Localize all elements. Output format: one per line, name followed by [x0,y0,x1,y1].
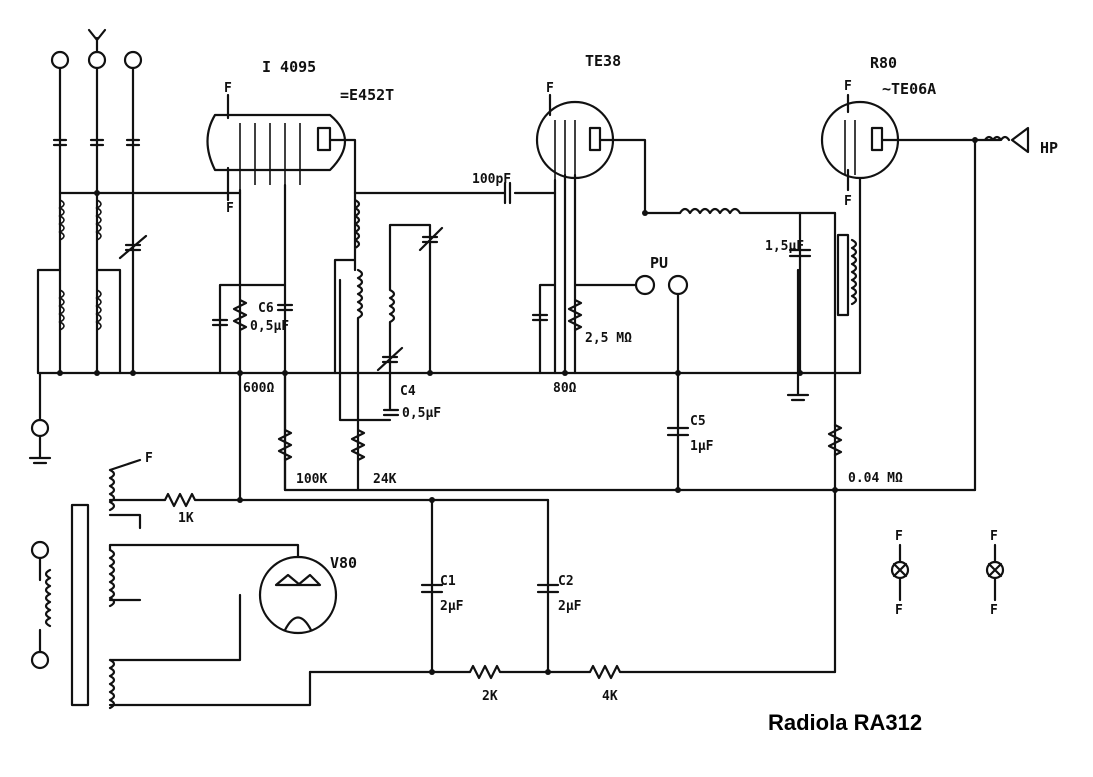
c1-label: C1 [440,574,456,589]
tube-te38: F [531,81,837,492]
tube-r80: F F [786,79,1030,674]
pilot-lamps [890,543,1005,602]
power-supply [30,458,837,710]
filament-label: F [546,81,554,96]
c1-5uf-label: 1,5µF [765,239,804,254]
antenna-coils [36,138,242,375]
c1-value: 2µF [440,599,464,614]
input-terminals [28,28,143,465]
tube1-equiv: =E452T [340,86,394,104]
speaker-label: HP [1040,139,1058,157]
pickup-label: PU [650,254,668,272]
schematic-title: Radiola RA312 [768,710,923,735]
b-plus-bus [277,371,977,492]
component-labels: I 4095 =E452T TE38 R80 ~TE06A HP PU 100p… [145,52,1058,704]
r2-5m-label: 2,5 MΩ [585,331,632,346]
c4-label: C4 [400,384,416,399]
filament-label: F [844,79,852,94]
r4k-label: 4K [602,689,618,704]
tube2-name: TE38 [585,52,621,70]
r2k-label: 2K [482,689,498,704]
r1k-label: 1K [178,511,194,526]
r600-label: 600Ω [243,381,274,396]
c6-label: C6 [258,301,274,316]
filament-label: F [224,81,232,96]
filament-label: F [145,451,153,466]
tube-i4095: F F [206,81,357,216]
tube3-name: R80 [870,54,897,72]
r004m-label: 0.04 MΩ [848,471,903,486]
tube3-equiv: ~TE06A [882,80,936,98]
c5-label: C5 [690,414,706,429]
filament-label: F [895,529,903,544]
c5-value: 1µF [690,439,714,454]
cap-100pf-label: 100pF [472,172,511,187]
c6-value: 0,5µF [250,319,289,334]
junctions [57,137,978,675]
cathode-network [211,183,294,502]
r80-label: 80Ω [553,381,577,396]
c2-label: C2 [558,574,574,589]
filament-label: F [990,603,998,618]
rectifier-name: V80 [330,554,357,572]
filament-label: F [895,603,903,618]
filament-label: F [226,201,234,216]
filament-label: F [844,194,852,209]
filament-label: F [990,529,998,544]
r24k-label: 24K [373,472,397,487]
tube1-name: I 4095 [262,58,316,76]
c2-value: 2µF [558,599,582,614]
c4-value: 0,5µF [402,406,441,421]
coupling-capacitor [353,181,557,205]
r100k-label: 100K [296,472,327,487]
tuning-network [333,191,444,422]
